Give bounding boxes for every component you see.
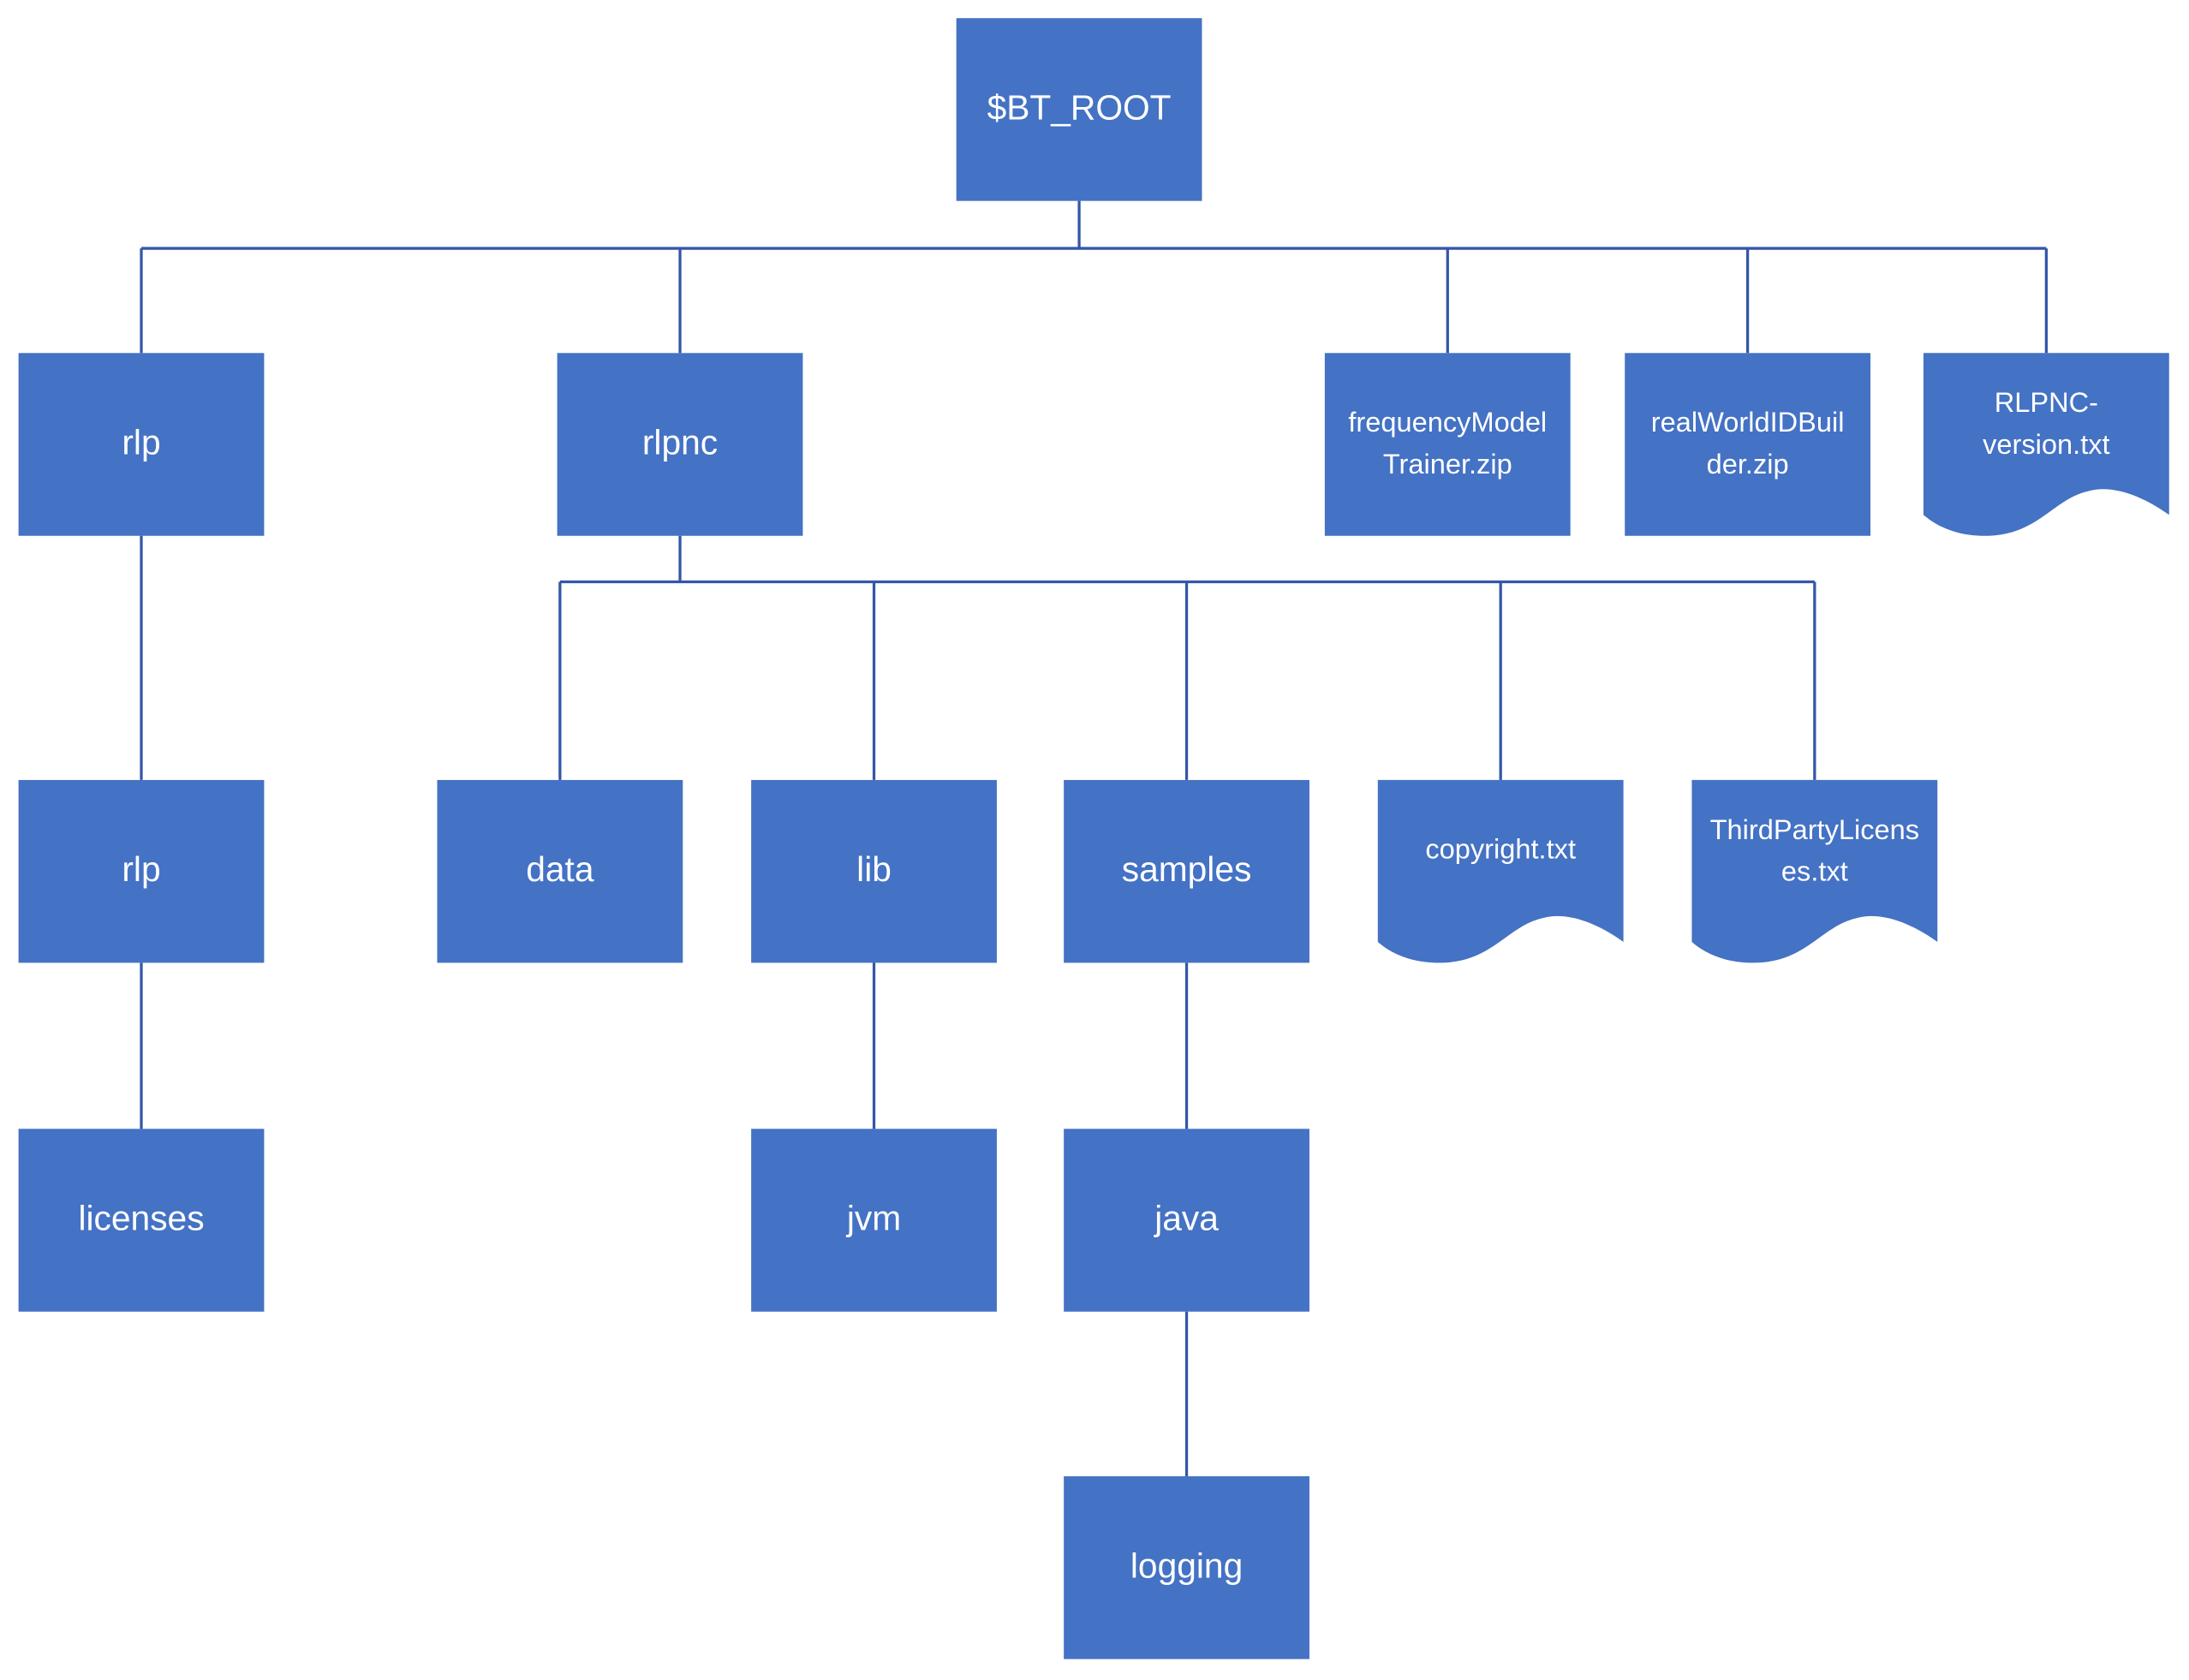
node-root[interactable]: $BT_ROOT: [956, 18, 1202, 201]
node-label: frequencyModel: [1348, 406, 1547, 438]
node-label: licenses: [78, 1199, 204, 1238]
node-samples[interactable]: samples: [1064, 779, 1309, 963]
node-label: logging: [1130, 1546, 1243, 1585]
node-data[interactable]: data: [437, 779, 683, 963]
node-label: rlpnc: [642, 423, 718, 462]
node-rlp-rlp[interactable]: rlp: [18, 779, 265, 963]
node-logging[interactable]: logging: [1064, 1476, 1309, 1659]
node-copyright-txt[interactable]: copyright.txt: [1377, 779, 1624, 963]
node-label: rlp: [122, 423, 160, 462]
node-label: ThirdPartyLicens: [1710, 813, 1919, 845]
node-third-party-licenses-txt[interactable]: ThirdPartyLicens es.txt: [1691, 779, 1938, 963]
node-lib[interactable]: lib: [751, 779, 997, 963]
node-label: samples: [1122, 849, 1252, 889]
node-label: lib: [856, 849, 892, 889]
node-rlpnc[interactable]: rlpnc: [557, 353, 803, 536]
node-label: jvm: [846, 1199, 901, 1238]
node-label: java: [1154, 1199, 1219, 1238]
node-frequency-model-trainer-zip[interactable]: frequencyModel Trainer.zip: [1324, 353, 1571, 536]
node-java[interactable]: java: [1064, 1129, 1309, 1312]
node-label: rlp: [122, 849, 160, 889]
node-jvm[interactable]: jvm: [751, 1129, 997, 1312]
node-rlp[interactable]: rlp: [18, 353, 265, 536]
node-licenses[interactable]: licenses: [18, 1129, 265, 1312]
node-label: es.txt: [1781, 855, 1848, 887]
node-real-world-id-builder-zip[interactable]: realWorldIDBuil der.zip: [1625, 353, 1871, 536]
node-label: data: [526, 849, 594, 889]
node-label: der.zip: [1707, 448, 1789, 480]
node-label: version.txt: [1983, 428, 2109, 460]
connectors: [140, 200, 2048, 1477]
node-label: copyright.txt: [1425, 833, 1576, 865]
node-label: Trainer.zip: [1383, 448, 1512, 480]
node-label: realWorldIDBuil: [1651, 406, 1845, 438]
node-label: RLPNC-: [1995, 386, 2098, 418]
node-label: $BT_ROOT: [987, 88, 1172, 128]
node-rlpnc-version-txt[interactable]: RLPNC- version.txt: [1923, 353, 2169, 536]
